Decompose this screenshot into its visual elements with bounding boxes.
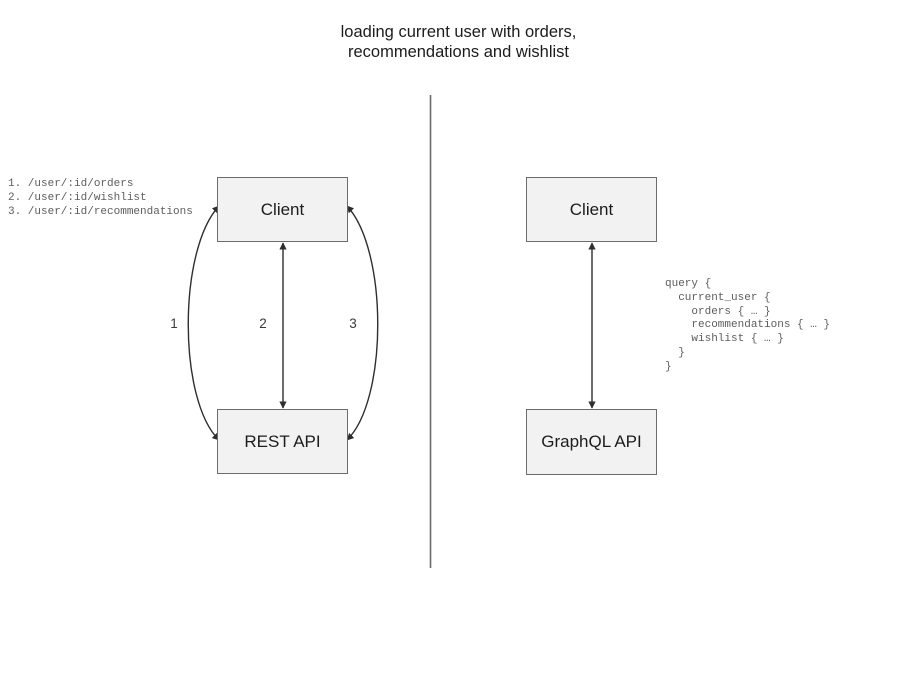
edge-label-1: 1 [170,316,178,331]
node-rest-api[interactable]: REST API [217,409,348,474]
node-client-graphql[interactable]: Client [526,177,657,242]
edge-label-3: 3 [349,316,357,331]
edge-3-curve [346,205,379,441]
edge-1-curve [187,205,220,441]
node-client-rest[interactable]: Client [217,177,348,242]
edge-label-2: 2 [259,316,267,331]
graphql-query-snippet: query { current_user { orders { … } reco… [665,278,831,373]
rest-endpoints-list: 1. /user/:id/orders 2. /user/:id/wishlis… [8,178,193,218]
diagram-title: loading current user with orders, recomm… [340,23,577,61]
node-graphql-api[interactable]: GraphQL API [526,409,657,475]
